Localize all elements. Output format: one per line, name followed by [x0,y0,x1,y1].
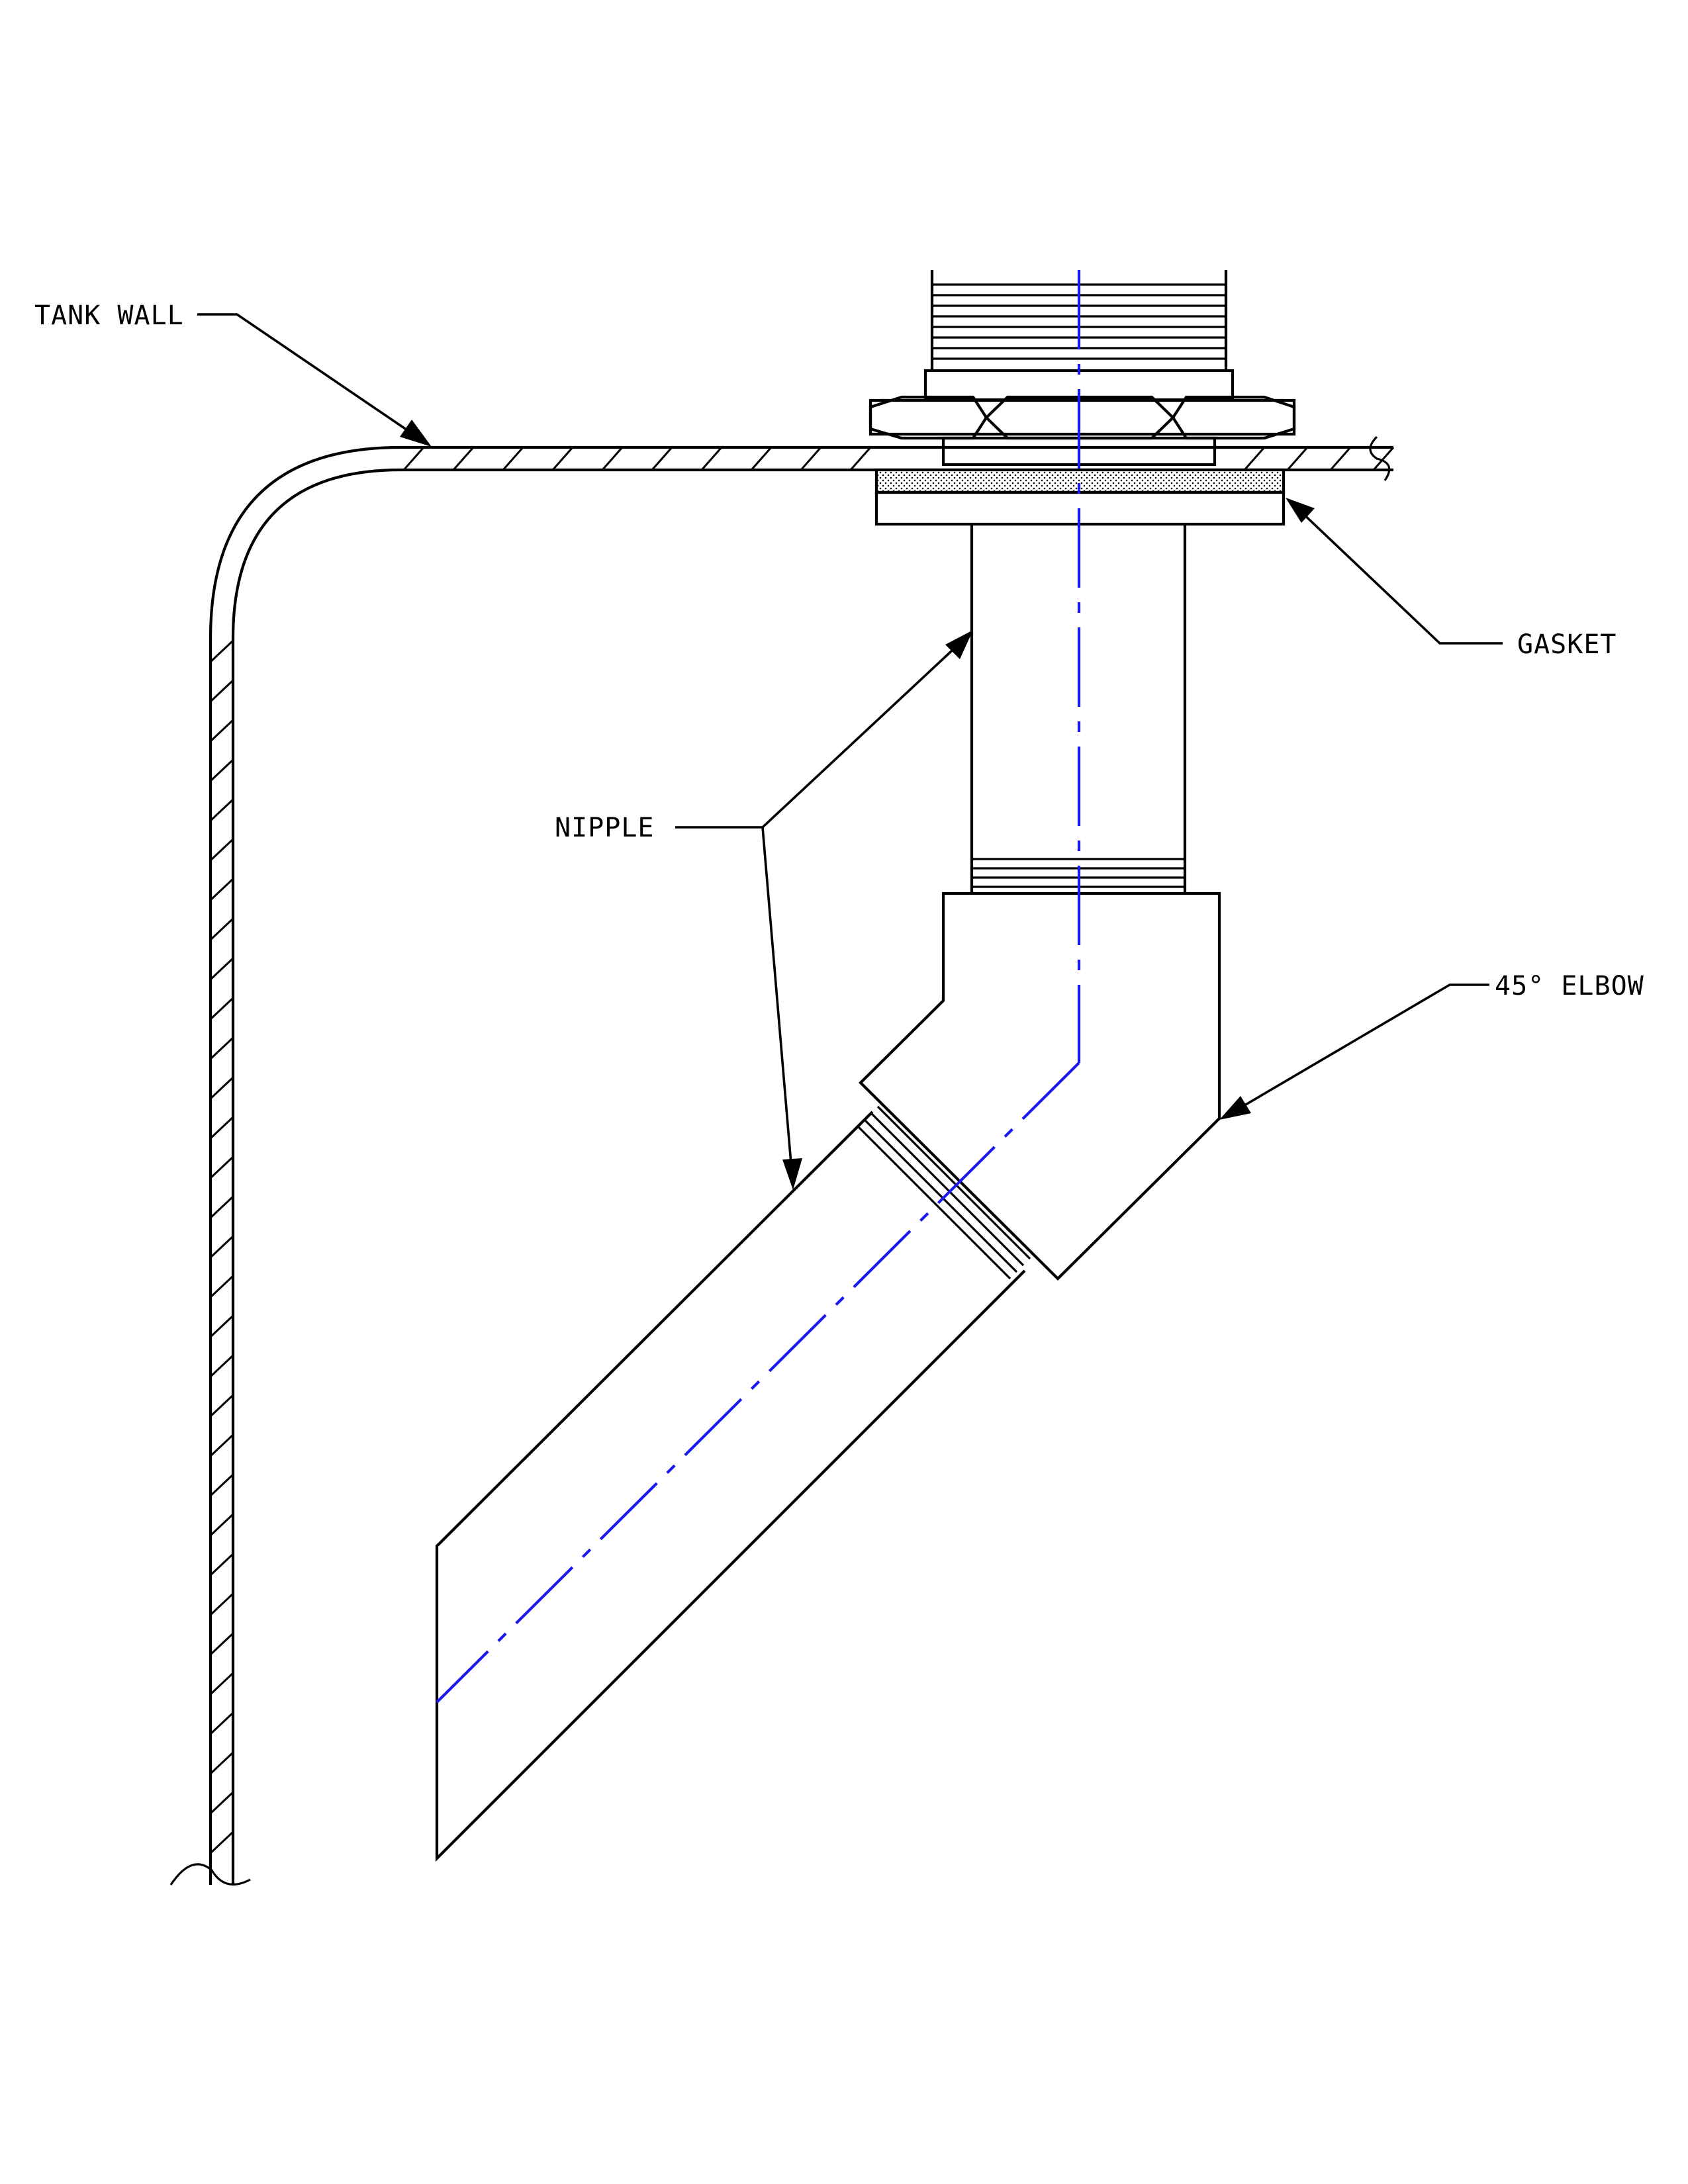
nipple-label: NIPPLE [555,813,655,843]
tank-wall [169,435,1395,1886]
tank-wall-top-hatching [402,447,1395,471]
tank-wall-arrowhead [400,420,432,447]
labels: TANK WALL GASKET NIPPLE 45° ELBOW [34,300,1644,1001]
nipple-arrowhead-lower [782,1158,802,1190]
hex-nut [868,395,1296,440]
tank-wall-label: TANK WALL [34,300,184,331]
bulkhead-fitting [868,270,1296,526]
centerlines [436,270,1081,1704]
nipple-leader [675,641,962,1172]
angled-nipple [435,1105,1031,1862]
gasket-arrowhead [1286,498,1315,523]
gasket-label: GASKET [1517,629,1617,660]
wall-break-bottom [169,1863,251,1886]
angled-centerline [436,1062,1080,1704]
nipple-arrowhead-upper [945,630,973,659]
leaders [197,313,1503,1190]
elbow-label: 45° ELBOW [1495,971,1644,1001]
wall-break-right [1369,435,1391,481]
elbow-leader [1237,983,1489,1111]
tank-wall-leader [197,313,418,438]
tank-wall-side-hatching [209,639,234,1854]
elbow-45 [859,891,1221,1281]
elbow-arrowhead [1219,1096,1251,1120]
gasket-leader [1297,508,1503,645]
